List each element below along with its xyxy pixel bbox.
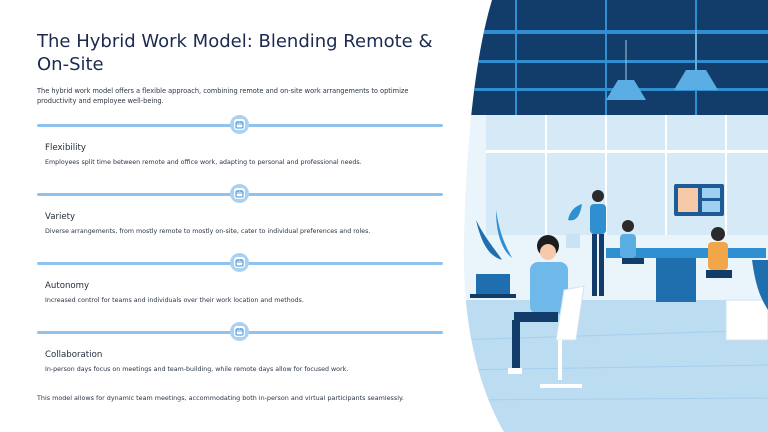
step-title: Autonomy (45, 281, 90, 291)
step-node (230, 184, 249, 203)
step-node (230, 322, 249, 341)
calendar-icon (234, 188, 245, 199)
step-description: In-person days focus on meetings and tea… (45, 366, 349, 373)
step-title: Collaboration (45, 350, 103, 360)
slide-title: The Hybrid Work Model: Blending Remote &… (37, 31, 433, 75)
step-description: Employees split time between remote and … (45, 159, 362, 166)
intro-text: The hybrid work model offers a flexible … (37, 87, 409, 105)
step-description: Increased control for teams and individu… (45, 297, 304, 304)
calendar-icon (234, 119, 245, 130)
step-title: Variety (45, 212, 76, 222)
calendar-icon (234, 326, 245, 337)
step-description: Diverse arrangements, from mostly remote… (45, 228, 371, 235)
step-node (230, 115, 249, 134)
footer-text: This model allows for dynamic team meeti… (37, 394, 404, 402)
step-title: Flexibility (45, 143, 87, 153)
calendar-icon (234, 257, 245, 268)
step-node (230, 253, 249, 272)
office-illustration (456, 0, 768, 432)
